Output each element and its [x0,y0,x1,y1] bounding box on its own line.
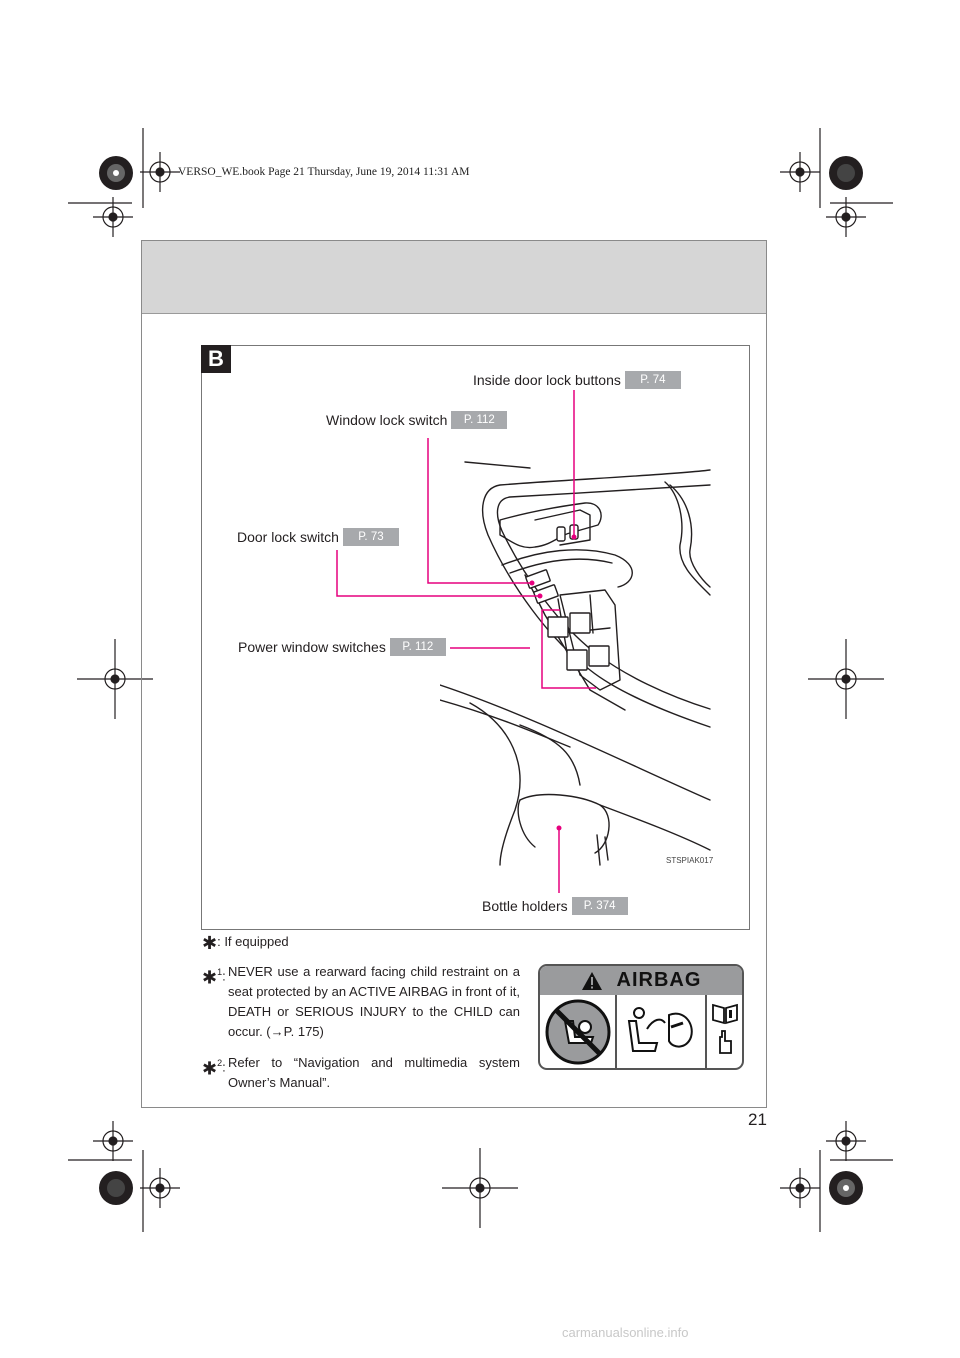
footnote-text: Refer to “Navigation and multimedia syst… [228,1055,520,1090]
airbag-deploy-cell [617,995,707,1068]
callout-inside-door-lock: Inside door lock buttons P. 74 [473,371,681,389]
airbag-word: AIRBAG [616,969,702,991]
page-ref-link[interactable]: P. 112 [451,411,508,429]
page-ref-link[interactable]: P. 374 [571,897,628,915]
no-rearward-seat-cell [540,995,617,1068]
asterisk-icon: ✱ [202,967,218,988]
airbag-warning-label: AIRBAG [538,964,744,1070]
airbag-label-header: AIRBAG [540,966,742,995]
manual-book-icon [711,1003,738,1054]
airbag-deploy-icon [627,1006,693,1052]
footnote-if-equipped: ✱: If equipped [202,933,289,953]
illustration-panel [201,345,750,930]
asterisk-icon: ✱ [202,1058,218,1079]
callout-bottle-holders: Bottle holders P. 374 [482,897,628,915]
footnote-text: NEVER use a rearward facing child restra… [228,964,520,1039]
footnote-number: 2 [217,1058,223,1068]
site-watermark: carmanualsonline.info [562,1325,689,1340]
door-trim-illustration [440,461,711,866]
footnote-1: ✱1: NEVER use a rearward facing child re… [202,962,520,1042]
page-number: 21 [748,1110,767,1129]
panel-letter: B [201,345,231,373]
page-ref-link[interactable]: P. 74 [624,371,681,389]
footnote-2: ✱2: Refer to “Navigation and multimedia … [202,1053,520,1093]
section-header-band [142,241,766,314]
callout-power-window-switches: Power window switches P. 112 [238,638,446,656]
print-header-meta: VERSO_WE.book Page 21 Thursday, June 19,… [178,166,470,178]
callout-label: Power window switches [238,639,386,655]
illustration-code: STSPIAK017 [666,856,714,865]
prohibited-child-seat-icon [545,999,610,1064]
callout-label: Door lock switch [237,529,339,545]
footnote-number: 1 [217,967,223,977]
callout-label: Bottle holders [482,898,568,914]
callout-door-lock-switch: Door lock switch P. 73 [237,528,399,546]
callout-label: Inside door lock buttons [473,372,621,388]
asterisk-icon: ✱ [202,933,218,953]
warning-triangle-icon [581,971,602,990]
read-manual-cell [707,995,742,1068]
page-ref-link[interactable]: P. 73 [342,528,399,546]
callout-window-lock-switch: Window lock switch P. 112 [326,411,508,429]
page-ref-link[interactable]: P. 112 [389,638,446,656]
callout-label: Window lock switch [326,412,448,428]
page-frame [141,240,767,1108]
